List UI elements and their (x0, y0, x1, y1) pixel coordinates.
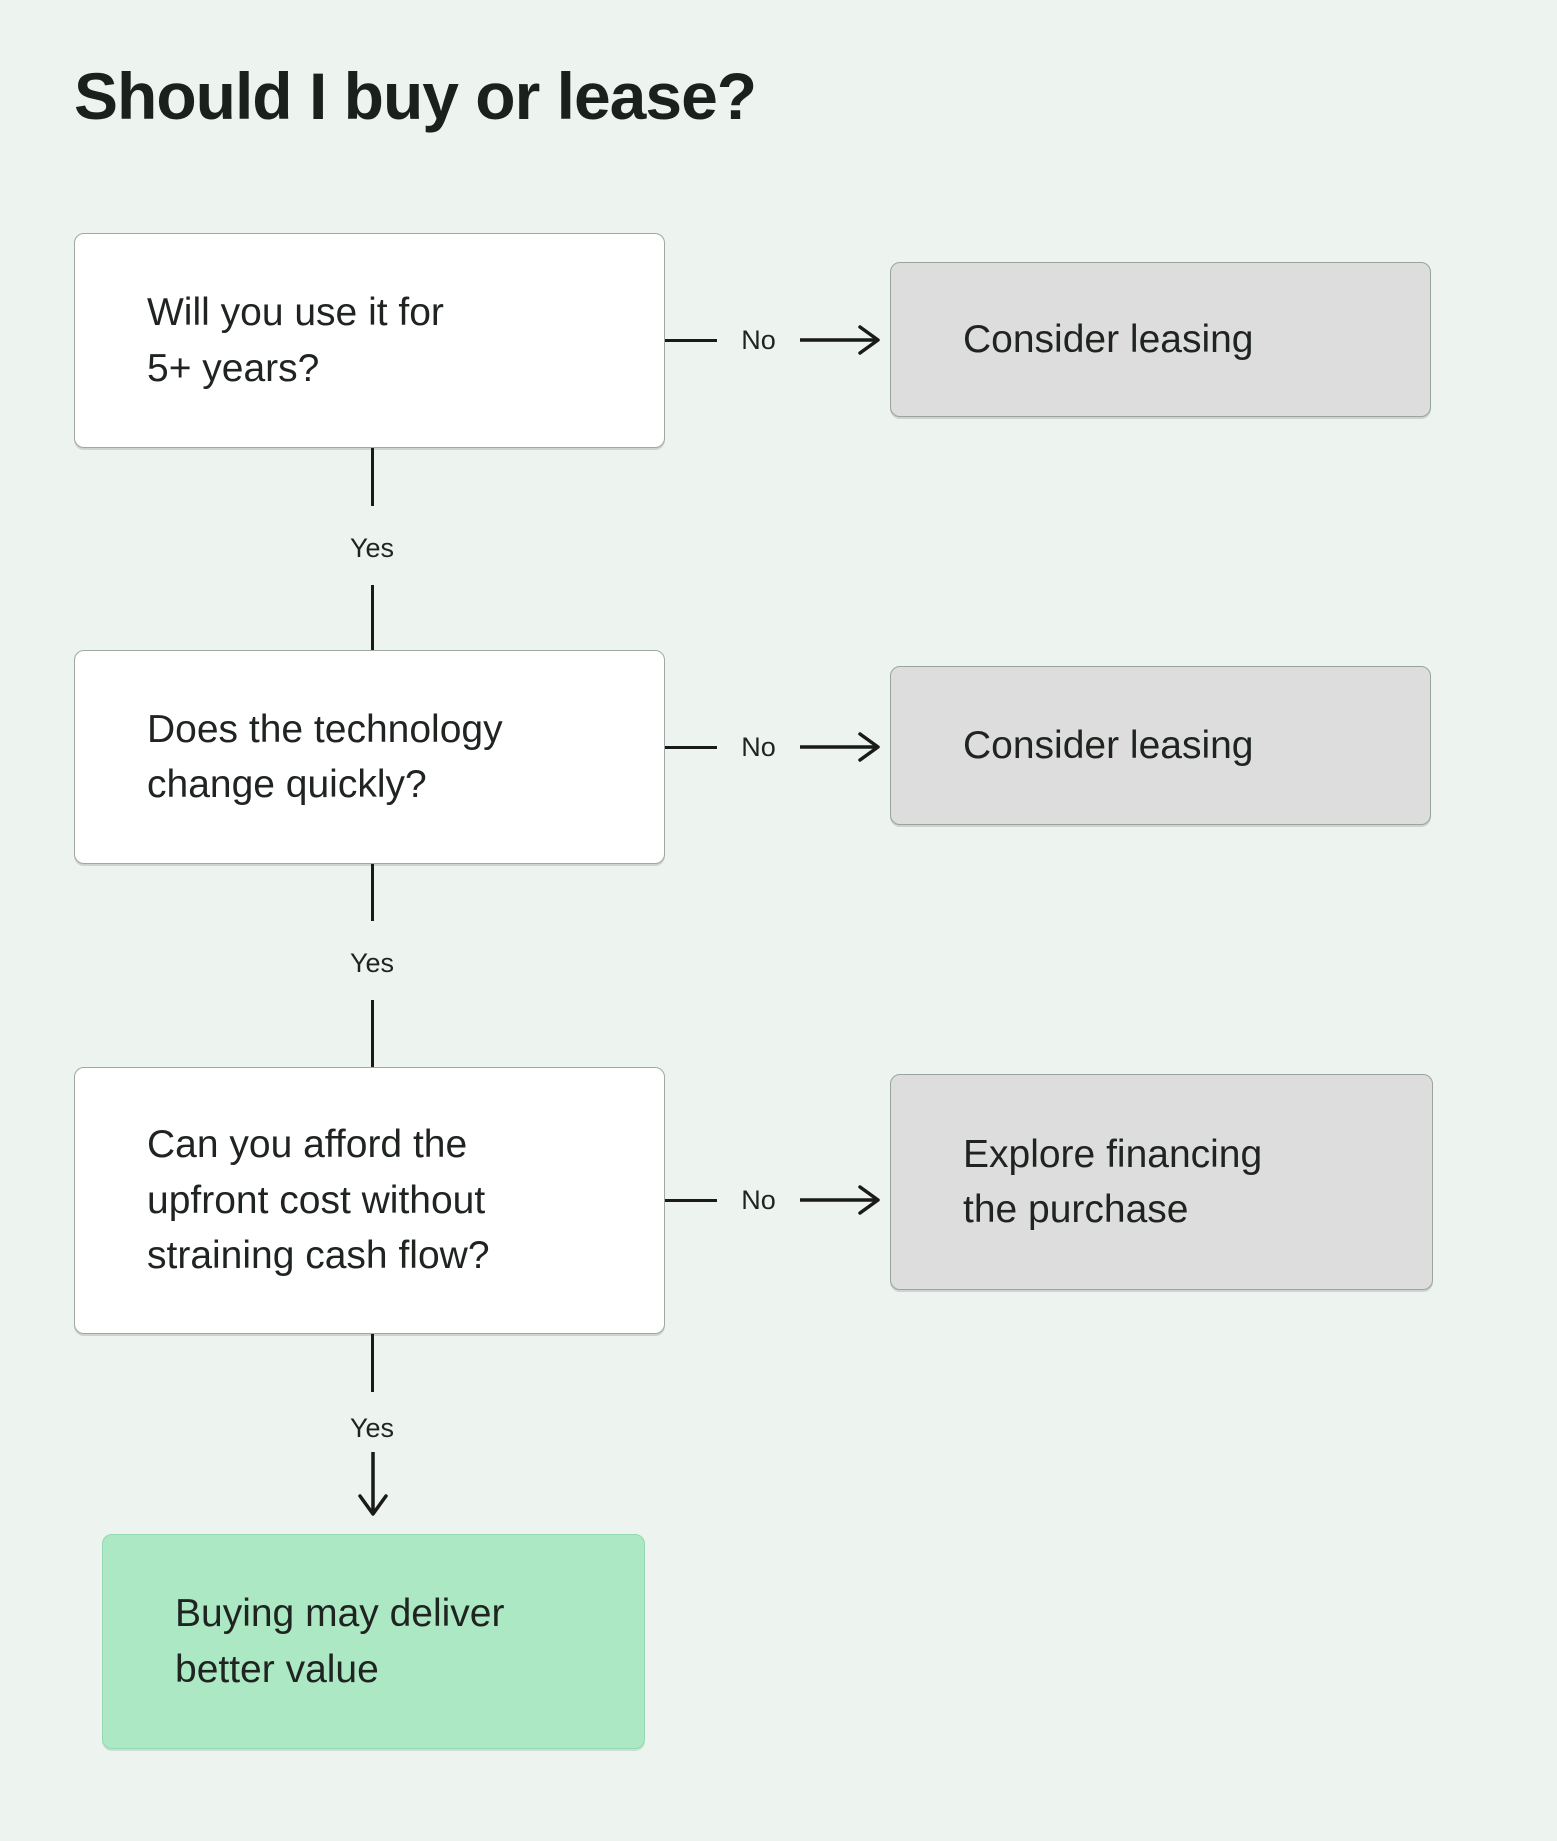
arrow-down-icon (356, 1452, 390, 1528)
outcome-text-1: Consider leasing (963, 317, 1254, 361)
no-connector-1: No (665, 323, 892, 357)
yes-label-2: Yes (349, 948, 395, 978)
outcome-box-2: Consider leasing (890, 666, 1431, 825)
arrow-right-icon (799, 325, 880, 355)
no-label-3: No (741, 1184, 776, 1215)
connector-dash-3 (665, 1198, 717, 1202)
yes-connector-2-top (371, 864, 374, 921)
connector-dash-1 (665, 338, 717, 342)
question-box-1: Will you use it for 5+ years? (74, 233, 665, 448)
outcome-text-2: Consider leasing (963, 723, 1254, 767)
question-text-3: Can you afford the upfront cost without … (147, 1123, 490, 1278)
question-box-3: Can you afford the upfront cost without … (74, 1067, 665, 1334)
final-outcome-text: Buying may deliver better value (175, 1592, 505, 1691)
outcome-box-1: Consider leasing (890, 262, 1431, 417)
outcome-box-3: Explore financing the purchase (890, 1074, 1433, 1290)
arrow-right-icon (799, 732, 880, 762)
yes-label-3: Yes (349, 1413, 395, 1443)
no-label-2: No (741, 731, 776, 762)
question-box-2: Does the technology change quickly? (74, 650, 665, 864)
arrow-right-icon (799, 1185, 880, 1215)
no-label-1: No (741, 324, 776, 355)
no-connector-3: No (665, 1183, 892, 1217)
question-text-1: Will you use it for 5+ years? (147, 291, 444, 390)
connector-dash-2 (665, 745, 717, 749)
question-text-2: Does the technology change quickly? (147, 707, 503, 806)
yes-connector-3-top (371, 1334, 374, 1392)
final-outcome-box: Buying may deliver better value (102, 1534, 645, 1749)
no-connector-2: No (665, 730, 892, 764)
yes-connector-1-top (371, 448, 374, 506)
yes-label-1: Yes (349, 533, 395, 563)
page-title: Should I buy or lease? (74, 59, 757, 133)
yes-connector-2-bottom (371, 1000, 374, 1067)
outcome-text-3: Explore financing the purchase (963, 1132, 1263, 1231)
yes-connector-1-bottom (371, 585, 374, 650)
